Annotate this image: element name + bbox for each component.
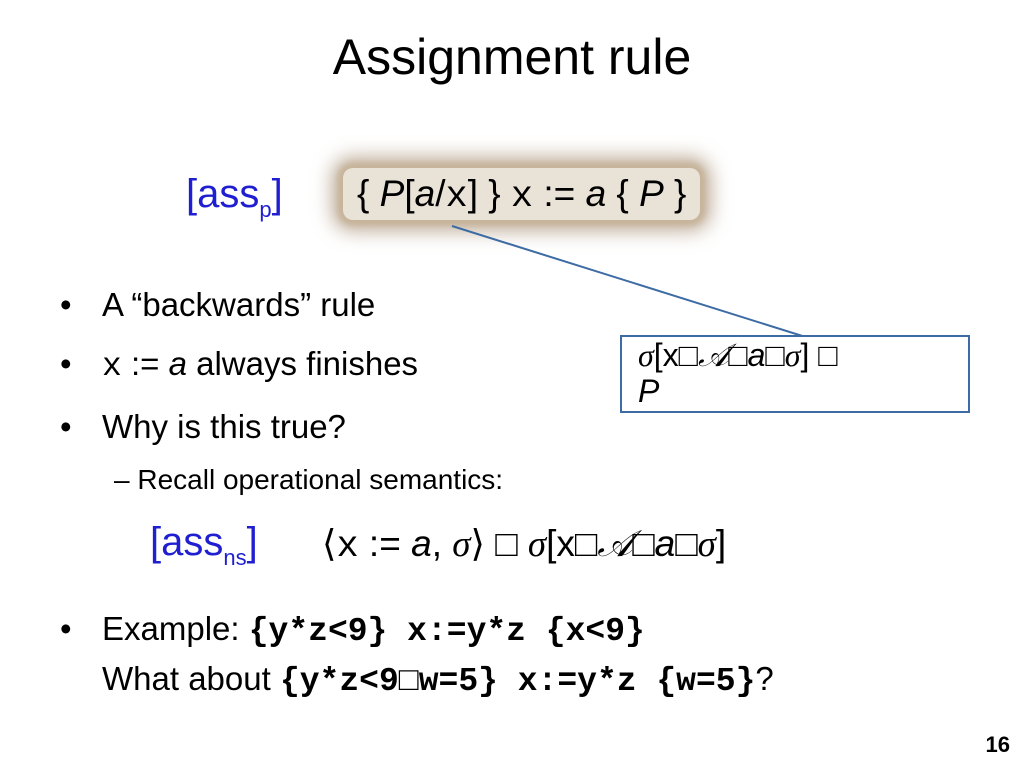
page-number: 16 [985,732,1010,757]
bullet-text: A “backwards” rule [102,286,376,323]
ass-ns-label: [assns] [150,520,258,571]
question-and-glyph: □ [398,660,419,697]
sub-bullet-recall: – Recall operational semantics: [114,464,504,495]
ns-comma: , [431,523,453,564]
ns-semantic-a: 𝒜 [597,522,633,565]
ass-p-label: [assp] [186,172,283,223]
triple-assign-a: a [585,173,607,214]
ass-ns-label-close: ] [246,520,258,564]
ns-a: a [411,523,432,564]
ns-close: ] [715,523,727,564]
ns-rsem-glyph: □ [675,523,698,564]
ns-langle: ⟨ [322,524,337,565]
ass-ns-transition: ⟨x := a, σ⟩ □ σ[x□𝒜□a□σ] [322,522,726,568]
bullet-x: x [102,348,122,385]
ns-sigma2: σ [527,524,547,565]
callout-sigma2: σ [784,337,801,373]
callout-rsem-glyph: □ [765,337,785,373]
ass-p-label-close: ] [271,172,283,216]
ns-sigma: σ [452,524,471,565]
ns-bracket-x: [x [546,523,575,564]
ns-sigma3: σ [697,524,716,565]
callout-p: P [638,373,660,409]
question-mark: ? [755,660,774,697]
example-label: Example: [102,610,249,647]
bullet-dot: • [60,286,72,323]
triple-lbrace: { [357,173,380,214]
ass-p-label-sub: p [259,197,272,222]
question-code-2: w=5} x:=y*z {w=5} [418,663,756,700]
callout-sigma: σ [638,337,654,373]
bullet-text: x := a always finishes [102,345,418,385]
example-code: {y*z<9} x:=y*z {x<9} [248,613,645,650]
ns-mapsto-glyph: □ [574,523,598,564]
bullet-a: a [168,345,187,382]
question-label: What about [102,660,280,697]
callout-pointer-line [451,225,813,348]
triple-lbr: [ [404,173,415,214]
callout-models-glyph: □ [818,337,838,373]
ns-arrow-space [485,523,495,564]
example-question: What about {y*z<9□w=5} x:=y*z {w=5}? [102,660,774,700]
triple-rbrace: } [663,173,687,214]
slide-title: Assignment rule [332,29,692,85]
callout-a: a [747,337,766,373]
triple-a: a [414,173,436,214]
callout-lsem-glyph: □ [728,337,748,373]
ns-rangle: ⟩ [470,524,485,565]
ns-assign: := [358,523,412,564]
bullet-dot: • [60,345,72,382]
callout-bracket-x: [x [653,337,679,373]
example-line-1: Example: {y*z<9} x:=y*z {x<9} [102,610,645,650]
ass-ns-label-sub: ns [223,545,247,570]
triple-x: x [445,176,468,218]
callout-box: σ[x□𝒜□a□σ] □P [620,335,970,413]
ns-lsem-glyph: □ [632,523,655,564]
triple-assign-x: x [510,176,534,218]
ns-arrow-glyph: □ [495,523,528,564]
triple-assign-op: := [533,173,586,214]
callout-semantic-a: 𝒜 [698,336,729,374]
question-code-1: {y*z<9 [279,663,399,700]
bullet-dot: • [60,408,72,445]
triple-precondition-p: P [379,173,405,214]
ass-p-hoare-triple: { P[a/x] } x := a { P } [343,168,701,220]
bullet-text: Why is this true? [102,408,346,445]
triple-slash: / [435,173,446,214]
ns-x: x [336,526,359,568]
ass-p-label-text: [ass [186,172,260,216]
ass-ns-label-text: [ass [150,520,224,564]
callout-mapsto-glyph: □ [678,337,698,373]
ns-a2: a [654,523,676,564]
callout-close: ] [800,337,819,373]
bullet-dot: • [60,610,72,647]
triple-mid: { [606,173,640,214]
bullet-assign: := [121,345,169,382]
bullet-rest: always finishes [186,345,419,382]
triple-rbr: ] } [467,173,511,214]
triple-postcondition-p: P [639,173,664,214]
